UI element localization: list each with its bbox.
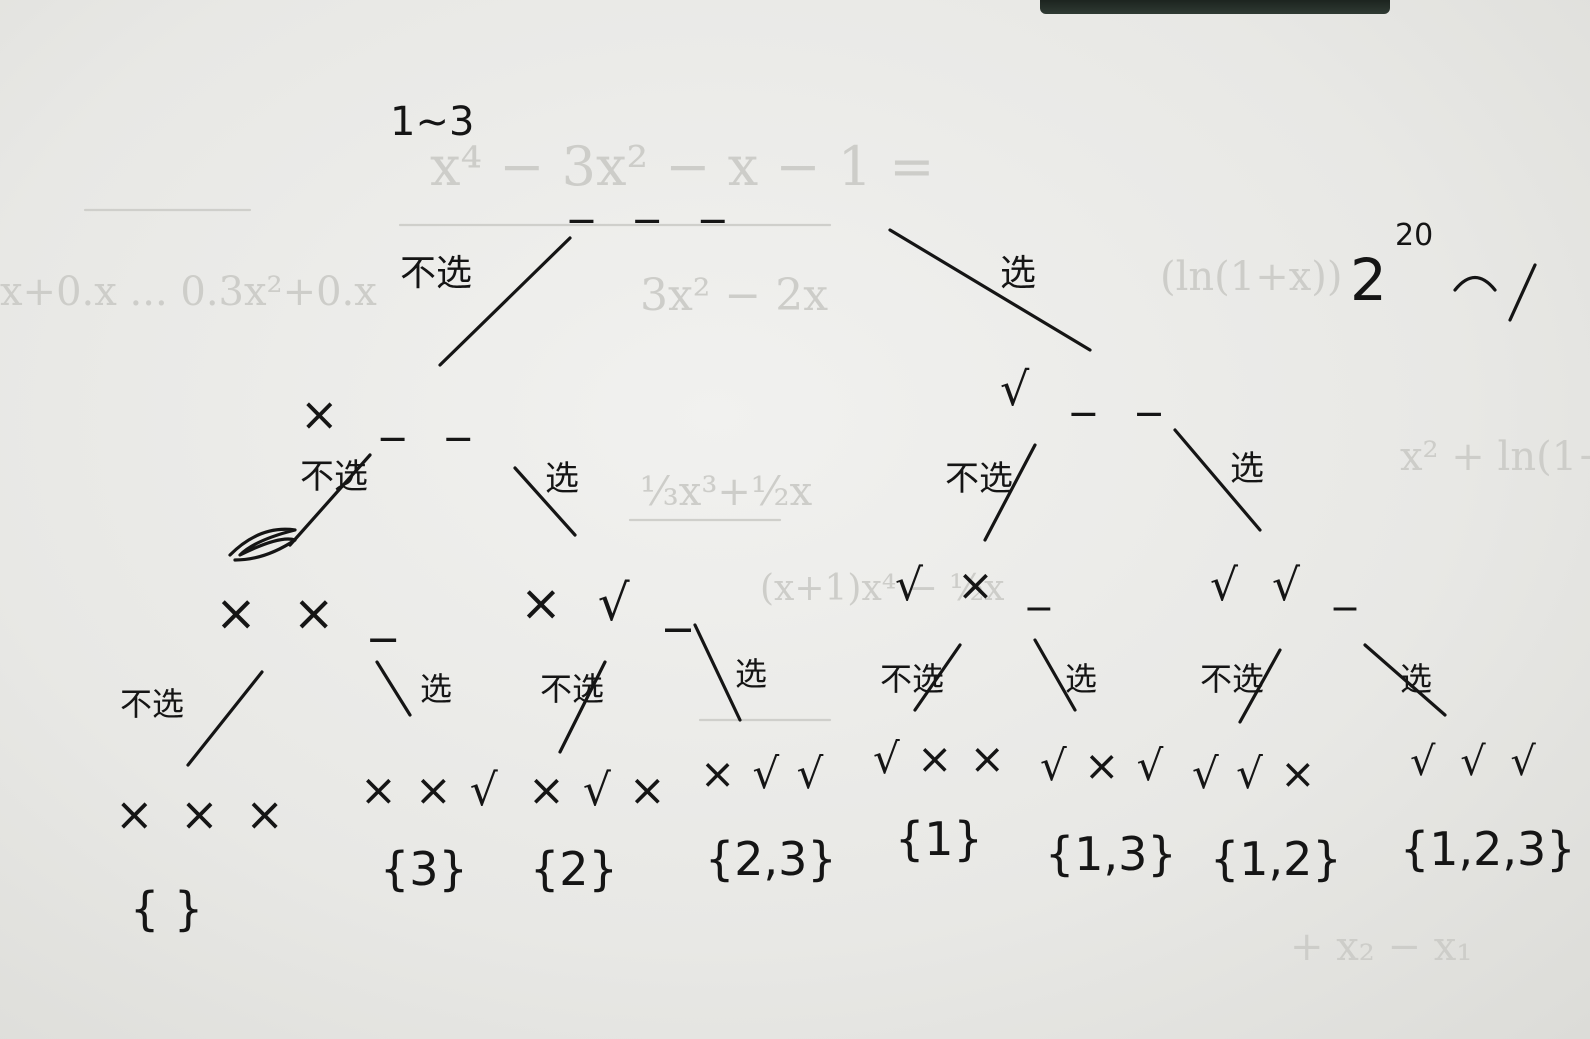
branch-label-select: 选 [545, 459, 579, 499]
svg-text:(ln(1+x)): (ln(1+x)) [1160, 254, 1343, 300]
branch-label-not-select: 不选 [1200, 660, 1264, 698]
range-label: 1~3 [390, 99, 474, 145]
tree-branches [186, 228, 1447, 767]
svg-text:(x+1)x⁴ − ½x: (x+1)x⁴ − ½x [760, 568, 1004, 609]
tilde-mark [1453, 275, 1497, 292]
svg-text:x+0.x ... 0.3x²+0.x: x+0.x ... 0.3x²+0.x [0, 269, 377, 315]
branch-label-not-select: 不选 [540, 670, 604, 708]
svg-text:3x² − 2x: 3x² − 2x [640, 270, 828, 321]
tree-leaf: × × × [115, 787, 290, 841]
subset-label: { } [130, 882, 203, 936]
marker-pen [1040, 0, 1390, 14]
tree-node-level2: × × _ [215, 584, 406, 642]
tree-node-level2: √ √ _ [1210, 560, 1366, 611]
branch-label-select: 选 [735, 655, 767, 693]
tree-leaf: × × √ [360, 765, 500, 816]
tree-node-level1: √ _ _ [1000, 362, 1175, 416]
branch-label-select: 选 [1230, 449, 1264, 489]
branch-label-not-select: 不选 [880, 660, 944, 698]
svg-text:+ x₂ − x₁: + x₂ − x₁ [1290, 924, 1472, 970]
subset-label: {3} [380, 842, 468, 896]
svg-text:x⁴ − 3x² − x − 1 =: x⁴ − 3x² − x − 1 = [430, 135, 935, 198]
tree-node-level1: × _ _ [300, 387, 484, 441]
tree-node-level2: √ × _ [895, 560, 1060, 611]
power-base: 2 [1350, 246, 1387, 314]
subset-label: {2,3} [705, 832, 837, 886]
svg-text:⅓x³+½x: ⅓x³+½x [640, 469, 813, 515]
erased-writing-traces: x⁴ − 3x² − x − 1 = 3x² − 2x (ln(1+x)) x+… [0, 135, 1590, 970]
branch-label-select: 选 [1000, 253, 1036, 294]
subset-label: {2} [530, 842, 618, 896]
branch-label-select: 选 [1065, 660, 1097, 698]
subset-label: {1,3} [1045, 827, 1177, 881]
subset-label: {1,2,3} [1400, 822, 1576, 876]
branch-label-select: 选 [420, 670, 452, 708]
scribbled-out-mark [228, 527, 297, 562]
tree-node-level2: × √ _ [520, 574, 701, 632]
slash-mark [1508, 263, 1537, 322]
tree-root: _ _ _ [569, 169, 738, 223]
tree-leaf: × √ × [528, 765, 668, 816]
power-exponent: 20 [1395, 218, 1433, 253]
tree-leaf: × √ √ [700, 749, 825, 798]
subset-label: {1} [895, 812, 983, 866]
subset-label: {1,2} [1210, 832, 1342, 886]
branch-label-not-select: 不选 [945, 459, 1013, 499]
branch-label-not-select: 不选 [400, 253, 472, 294]
branch-label-not-select: 不选 [300, 457, 368, 497]
tree-leaf: √ √ √ [1410, 739, 1542, 785]
branch-label-not-select: 不选 [120, 685, 184, 723]
svg-text:x² + ln(1+: x² + ln(1+ [1400, 434, 1590, 480]
tree-leaf: √ √ × [1192, 749, 1317, 798]
tree-leaf: √ × √ [1040, 741, 1165, 790]
branch-label-select: 选 [1400, 660, 1432, 698]
tree-leaf: √ × × [873, 734, 1007, 783]
